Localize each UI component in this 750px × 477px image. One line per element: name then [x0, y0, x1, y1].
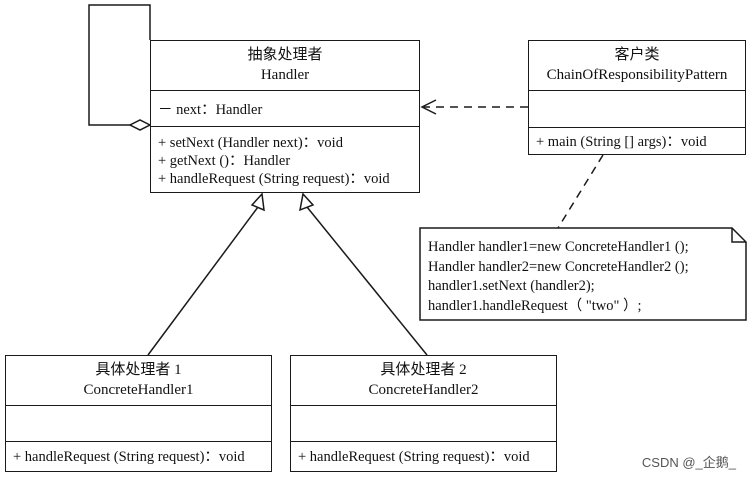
operation-main: + main (String [] args)：void — [536, 134, 707, 150]
watermark: CSDN @_企鹅_ — [639, 452, 738, 471]
client-class-box[interactable]: 客户类 ChainOfResponsibilityPattern + main … — [528, 40, 746, 155]
concrete-handler2-title-cn: 具体处理者 2 — [380, 362, 467, 378]
handler-operations: + setNext (Handler next)：void + getNext … — [151, 127, 419, 188]
note-box — [419, 227, 747, 321]
note-line: handler1.setNext (handler2); — [428, 278, 595, 294]
client-class-title-cn: 客户类 — [614, 47, 660, 63]
concrete-handler1-attributes — [6, 406, 271, 442]
handler-class-header: 抽象处理者 Handler — [151, 41, 419, 91]
client-attributes — [529, 91, 745, 128]
generalization-line-2 — [306, 206, 428, 356]
client-class-title-en: ChainOfResponsibilityPattern — [546, 67, 728, 83]
handler-class-box[interactable]: 抽象处理者 Handler － next：Handler + setNext (… — [150, 40, 420, 193]
concrete-handler1-operations: + handleRequest (String request)：void — [6, 442, 271, 466]
dependency-arrowhead — [420, 99, 437, 115]
operation-handle-request: + handleRequest (String request)：void — [298, 449, 530, 465]
note-anchor-line — [557, 154, 604, 229]
operation-handle-request: + handleRequest (String request)：void — [13, 449, 245, 465]
handler-class-title-cn: 抽象处理者 — [247, 47, 323, 63]
operation-handle-request: + handleRequest (String request)：void — [158, 171, 390, 187]
handler-class-title-en: Handler — [260, 67, 310, 83]
concrete-handler2-operations: + handleRequest (String request)：void — [291, 442, 556, 466]
self-aggregation-line — [88, 4, 151, 126]
concrete-handler1-title-en: ConcreteHandler1 — [83, 382, 194, 398]
operation-set-next: + setNext (Handler next)：void — [158, 135, 343, 151]
client-operations: + main (String [] args)：void — [529, 128, 745, 151]
note-fold — [731, 228, 746, 243]
handler-attributes: － next：Handler — [151, 91, 419, 127]
generalization-line-1 — [147, 206, 259, 356]
concrete-handler2-header: 具体处理者 2 ConcreteHandler2 — [291, 356, 556, 406]
aggregation-diamond — [128, 119, 152, 131]
concrete-handler1-title-cn: 具体处理者 1 — [95, 362, 182, 378]
attribute-next: － next：Handler — [158, 102, 263, 118]
concrete-handler2-class-box[interactable]: 具体处理者 2 ConcreteHandler2 + handleRequest… — [290, 355, 557, 472]
note-line: Handler handler2=new ConcreteHandler2 ()… — [428, 258, 689, 275]
client-class-header: 客户类 ChainOfResponsibilityPattern — [529, 41, 745, 91]
note-line: Handler handler1=new ConcreteHandler1 ()… — [428, 239, 689, 255]
concrete-handler1-class-box[interactable]: 具体处理者 1 ConcreteHandler1 + handleRequest… — [5, 355, 272, 472]
operation-get-next: + getNext ()：Handler — [158, 153, 291, 169]
note-text: Handler handler1=new ConcreteHandler1 ()… — [428, 238, 689, 316]
note-line: handler1.handleRequest（ "two" ）; — [428, 297, 642, 314]
generalization-arrowhead-1 — [250, 192, 265, 212]
generalization-arrowhead-2 — [299, 192, 315, 212]
concrete-handler1-header: 具体处理者 1 ConcreteHandler1 — [6, 356, 271, 406]
concrete-handler2-attributes — [291, 406, 556, 442]
concrete-handler2-title-en: ConcreteHandler2 — [368, 382, 479, 398]
